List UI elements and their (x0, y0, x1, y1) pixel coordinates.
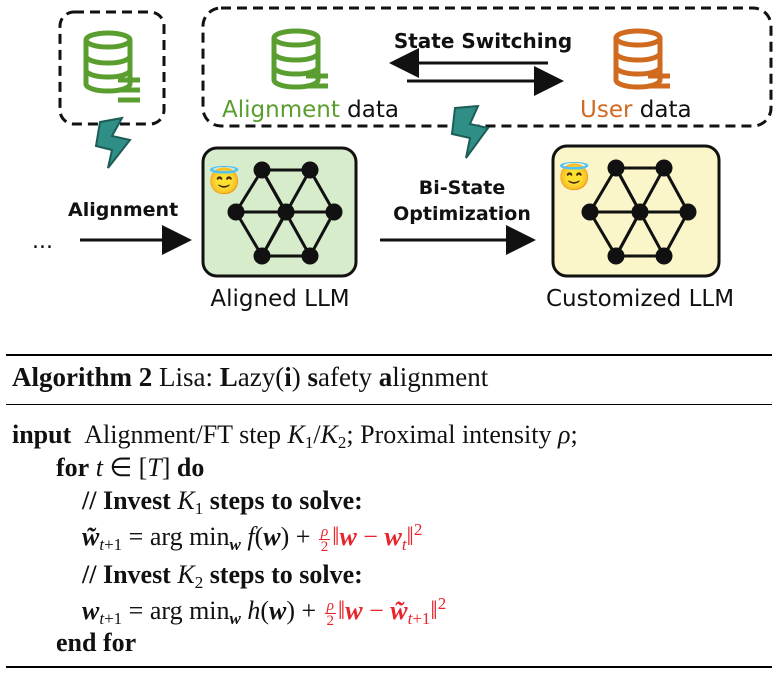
algorithm-for-line: for t ∈ [T] do (56, 453, 205, 482)
bi-state-label-line1: Bi-State (419, 177, 505, 199)
alignment-database-icon-2 (271, 28, 328, 90)
user-database-icon (613, 28, 670, 90)
state-switching-label: State Switching (394, 29, 572, 53)
algorithm-mid-rule (6, 404, 772, 405)
user-data-label: User data (580, 97, 692, 123)
halo-emoji-customized: 😇 (558, 161, 590, 192)
pipeline-diagram: State Switching Alignment data User data (32, 6, 773, 312)
data-pool-box (201, 6, 773, 128)
alignment-data-label: Alignment data (222, 97, 399, 123)
algorithm-top-rule (6, 354, 772, 356)
alignment-arrow-label: Alignment (68, 199, 178, 221)
aligned-llm-caption: Aligned LLM (210, 286, 349, 312)
ellipsis-label: ... (32, 229, 53, 254)
neural-network-icon-aligned (227, 161, 343, 265)
neural-network-icon-customized (581, 159, 697, 265)
bi-state-label-line2: Optimization (393, 203, 531, 225)
algorithm-bottom-rule (6, 666, 772, 668)
halo-emoji-aligned: 😇 (208, 165, 240, 196)
algorithm-end-for: end for (56, 628, 137, 657)
algorithm-input-line: input Alignment/FT step K1/K2; Proximal … (12, 420, 578, 452)
alignment-database-icon (83, 30, 140, 103)
algorithm-title: Algorithm 2 Lisa: Lazy(i) safety alignme… (12, 362, 489, 392)
lightning-icon-right (450, 104, 490, 159)
customized-llm-caption: Customized LLM (546, 286, 734, 312)
algorithm-comment-2: // Invest K2 steps to solve: (82, 560, 363, 592)
algorithm-comment-1: // Invest K1 steps to solve: (82, 486, 363, 518)
lightning-icon-left (94, 116, 132, 169)
alignment-data-box (58, 10, 166, 126)
